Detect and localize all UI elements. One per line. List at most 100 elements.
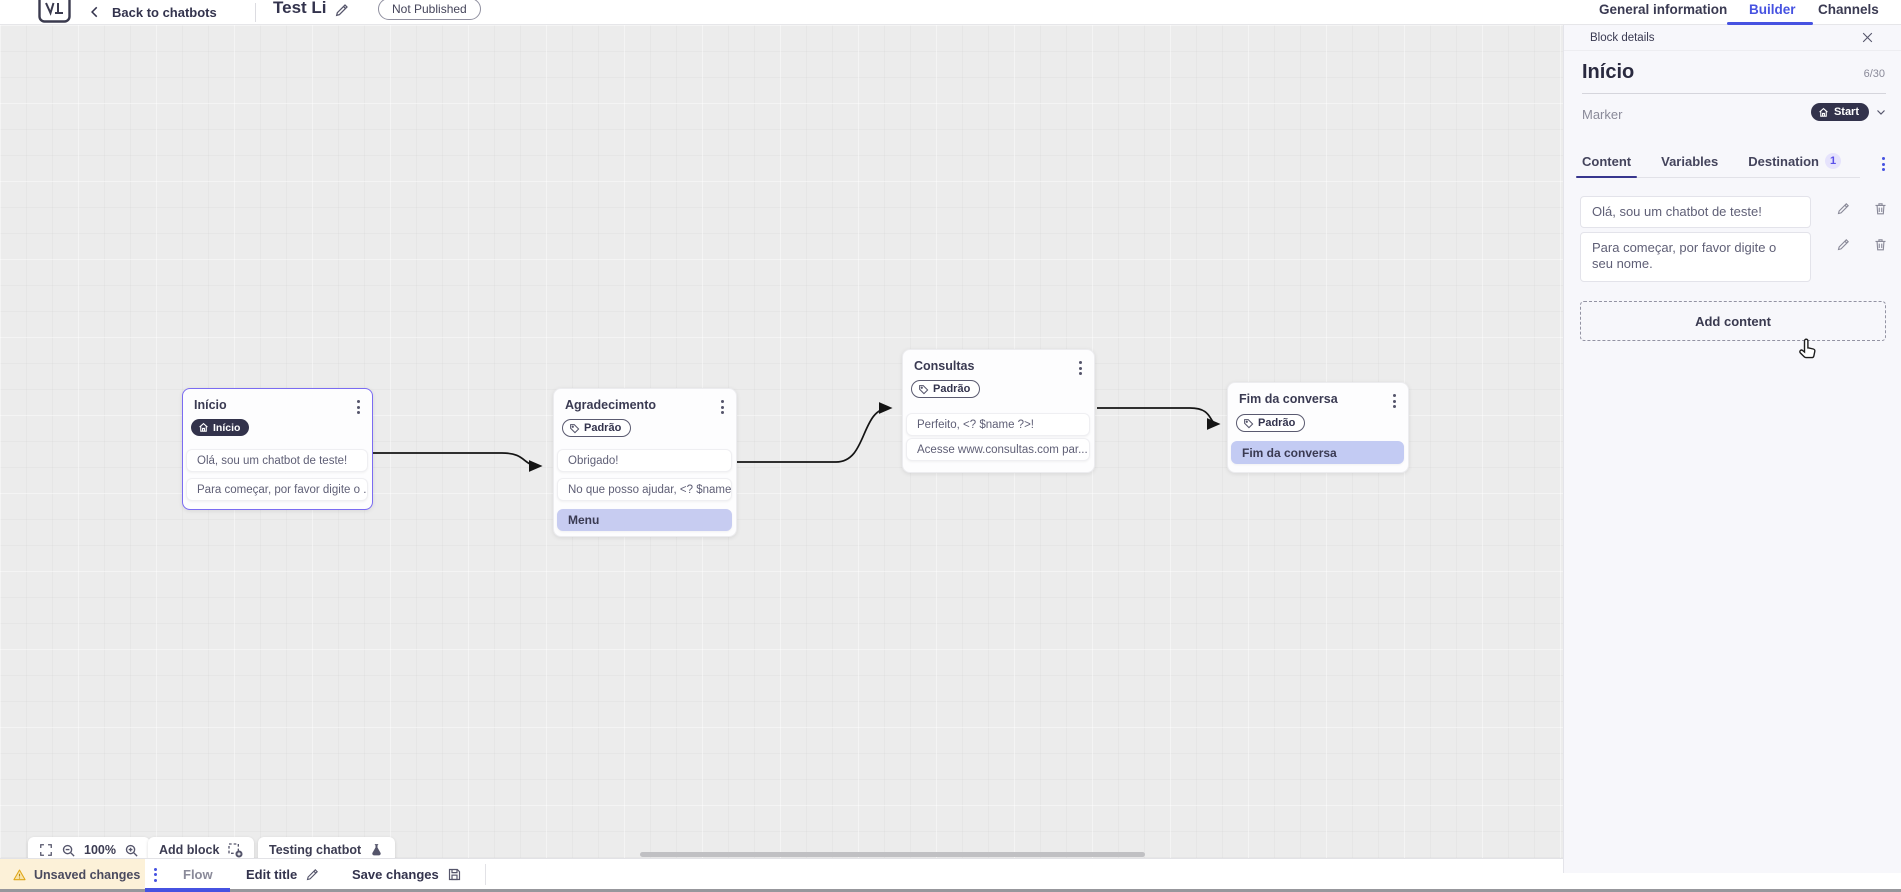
tab-general-information[interactable]: General information bbox=[1599, 2, 1728, 17]
node-menu-button-card[interactable]: Menu bbox=[557, 509, 732, 531]
node-menu-icon[interactable] bbox=[717, 398, 728, 416]
marker-label: Marker bbox=[1582, 107, 1623, 122]
node-menu-icon[interactable] bbox=[1389, 392, 1400, 410]
default-marker-pill: Padrão bbox=[1236, 414, 1306, 432]
default-marker-pill: Padrão bbox=[911, 380, 981, 398]
node-message-card[interactable]: Obrigado! bbox=[557, 449, 732, 472]
zoom-level: 100% bbox=[84, 843, 116, 857]
tab-variables[interactable]: Variables bbox=[1661, 153, 1719, 169]
pencil-icon bbox=[305, 867, 320, 882]
footer-divider bbox=[485, 864, 486, 885]
tab-channels[interactable]: Channels bbox=[1818, 2, 1879, 17]
back-to-chatbots-button[interactable]: Back to chatbots bbox=[88, 0, 217, 24]
node-title: Fim da conversa bbox=[1239, 392, 1338, 406]
chevron-left-icon bbox=[88, 5, 102, 19]
connection-agradecimento-consultas bbox=[737, 402, 893, 463]
fit-screen-icon[interactable] bbox=[39, 843, 53, 857]
home-icon bbox=[1819, 107, 1828, 117]
marker-select[interactable]: Start bbox=[1810, 103, 1887, 121]
bottom-bar: Unsaved changes Flow Edit title Save cha… bbox=[0, 858, 1563, 892]
tab-destination[interactable]: Destination 1 bbox=[1746, 153, 1843, 169]
flow-node-consultas[interactable]: Consultas Padrão Perfeito, <? $name ?>! … bbox=[902, 349, 1095, 473]
zoom-out-icon[interactable] bbox=[61, 843, 76, 858]
panel-menu-icon[interactable] bbox=[1878, 155, 1889, 173]
trash-icon[interactable] bbox=[1873, 237, 1888, 252]
node-message-card[interactable]: No que posso ajudar, <? $name ... bbox=[557, 478, 732, 501]
testing-chatbot-label: Testing chatbot bbox=[269, 843, 362, 857]
node-message-card[interactable]: Acesse www.consultas.com par... bbox=[906, 438, 1090, 461]
flow-menu-icon[interactable] bbox=[150, 859, 161, 890]
close-icon[interactable] bbox=[1861, 31, 1874, 44]
save-changes-label: Save changes bbox=[352, 867, 439, 882]
tag-icon bbox=[1244, 418, 1254, 428]
node-message-card[interactable]: Para começar, por favor digite o ... bbox=[186, 478, 368, 501]
content-item-actions bbox=[1836, 237, 1888, 252]
badge-label: Padrão bbox=[584, 422, 622, 434]
content-item[interactable]: Para começar, por favor digite o seu nom… bbox=[1580, 232, 1811, 282]
app-logo[interactable] bbox=[38, 0, 71, 23]
connection-inicio-agradecimento bbox=[373, 452, 543, 472]
badge-label: Padrão bbox=[1258, 417, 1296, 429]
edit-title-label: Edit title bbox=[246, 867, 298, 882]
top-header: Back to chatbots Test Li Not Published G… bbox=[0, 0, 1901, 25]
edit-title-pencil-icon[interactable] bbox=[334, 2, 350, 18]
panel-tabs: Content Variables Destination 1 bbox=[1575, 153, 1860, 178]
block-name-input[interactable]: Início bbox=[1582, 61, 1886, 94]
horizontal-scrollbar[interactable] bbox=[640, 852, 1145, 857]
home-icon bbox=[199, 422, 208, 432]
chatbot-title: Test Li bbox=[273, 0, 327, 17]
add-content-button[interactable]: Add content bbox=[1580, 301, 1886, 341]
zoom-in-icon[interactable] bbox=[124, 843, 139, 858]
warning-icon bbox=[12, 868, 27, 882]
node-message-card[interactable]: Olá, sou um chatbot de teste! bbox=[186, 449, 368, 472]
save-icon bbox=[447, 867, 462, 882]
panel-bar: Block details bbox=[1564, 25, 1901, 51]
panel-title: Block details bbox=[1590, 32, 1655, 44]
badge-label: Padrão bbox=[933, 383, 971, 395]
pencil-icon[interactable] bbox=[1836, 201, 1851, 216]
pencil-icon[interactable] bbox=[1836, 237, 1851, 252]
destination-count-badge: 1 bbox=[1825, 153, 1842, 169]
back-label: Back to chatbots bbox=[112, 4, 217, 20]
edit-title-button[interactable]: Edit title bbox=[246, 859, 320, 890]
trash-icon[interactable] bbox=[1873, 201, 1888, 216]
node-end-card[interactable]: Fim da conversa bbox=[1231, 441, 1404, 464]
start-marker-pill: Início bbox=[191, 419, 250, 436]
content-item[interactable]: Olá, sou um chatbot de teste! bbox=[1580, 196, 1811, 229]
flow-connections bbox=[373, 402, 1221, 472]
flask-icon bbox=[369, 842, 384, 858]
header-divider bbox=[255, 3, 256, 22]
flow-node-fim-da-conversa[interactable]: Fim da conversa Padrão Fim da conversa bbox=[1227, 382, 1409, 473]
flow-node-agradecimento[interactable]: Agradecimento Padrão Obrigado! No que po… bbox=[553, 388, 737, 537]
start-marker-pill: Start bbox=[1810, 103, 1869, 121]
default-marker-pill: Padrão bbox=[562, 419, 632, 437]
builder-tab-underline bbox=[1727, 22, 1813, 25]
char-count: 6/30 bbox=[1863, 68, 1885, 80]
status-badge: Not Published bbox=[378, 0, 481, 20]
block-details-panel: Block details Início 6/30 Marker Start C… bbox=[1563, 25, 1901, 873]
flow-node-inicio[interactable]: Início Início Olá, sou um chatbot de tes… bbox=[182, 388, 373, 510]
add-block-icon bbox=[227, 842, 243, 858]
chevron-down-icon bbox=[1875, 106, 1887, 118]
unsaved-changes-label: Unsaved changes bbox=[34, 867, 141, 882]
save-changes-button[interactable]: Save changes bbox=[352, 859, 462, 890]
node-menu-icon[interactable] bbox=[1075, 359, 1086, 377]
tab-content[interactable]: Content bbox=[1575, 153, 1638, 178]
tab-flow[interactable]: Flow bbox=[183, 867, 213, 882]
node-message-card[interactable]: Perfeito, <? $name ?>! bbox=[906, 413, 1090, 436]
node-menu-icon[interactable] bbox=[353, 398, 364, 416]
node-title: Agradecimento bbox=[565, 398, 656, 412]
content-item-actions bbox=[1836, 201, 1888, 216]
unsaved-changes-badge: Unsaved changes bbox=[0, 859, 145, 890]
flow-canvas[interactable]: Início Início Olá, sou um chatbot de tes… bbox=[0, 25, 1563, 863]
node-title: Início bbox=[194, 398, 227, 412]
tag-icon bbox=[919, 384, 929, 394]
badge-label: Início bbox=[213, 421, 241, 434]
tab-destination-label: Destination bbox=[1748, 153, 1820, 169]
tab-builder[interactable]: Builder bbox=[1749, 2, 1796, 17]
bottom-edge-line bbox=[0, 889, 1901, 892]
node-title: Consultas bbox=[914, 359, 975, 373]
marker-value: Start bbox=[1833, 106, 1859, 118]
connection-consultas-fim bbox=[1097, 407, 1221, 430]
add-block-label: Add block bbox=[159, 843, 220, 857]
